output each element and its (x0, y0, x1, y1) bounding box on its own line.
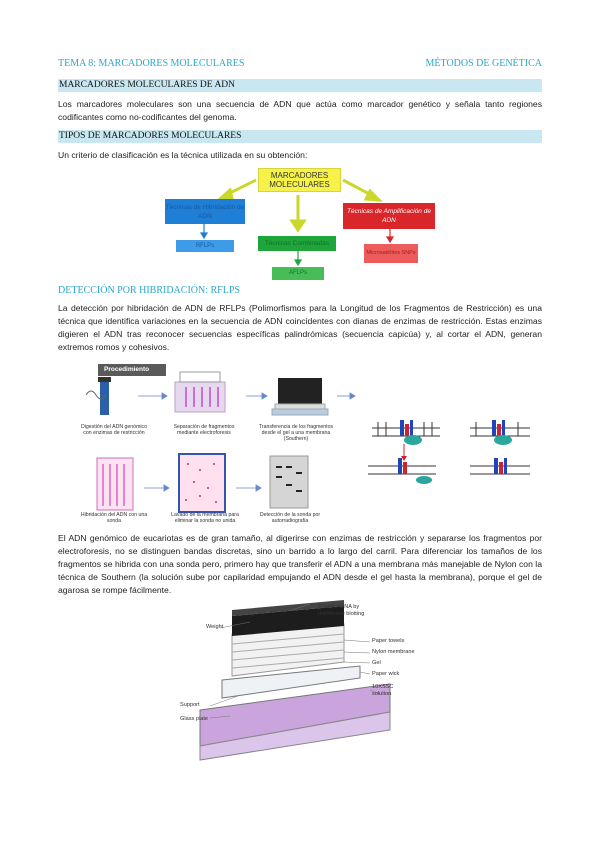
procedure-label: Procedimiento (98, 364, 166, 376)
arrow-left-child (199, 224, 209, 240)
diagram-right-child: Microsatélites SNPs (364, 244, 418, 263)
glass-plate (221, 665, 361, 699)
southern-title: Transfer DNA by membrane blotting (318, 604, 365, 617)
arrow-left (215, 178, 257, 201)
procedure-caption-2: Separación de fragmentos mediante electr… (173, 424, 235, 436)
section-title-marcadores: MARCADORES MOLECULARES DE ADN (58, 79, 542, 92)
procedure-drawing (85, 371, 530, 513)
procedure-caption-4: Hibridación del ADN con una sonda (80, 512, 148, 524)
section-text-hibridacion: La detección por hibridación de ADN de R… (58, 303, 542, 352)
restriction-site-diagram-4 (470, 458, 530, 475)
section-title-hibridacion: DETECCIÓN POR HIBRIDACIÓN: RFLPS (58, 285, 240, 296)
southern-label-support: Support (180, 702, 200, 708)
membrane-lanes-icon (96, 457, 134, 511)
header-topic: TEMA 8: MARCADORES MOLECULARES (58, 58, 245, 69)
procedure-caption-5: Lavado de la membrana para eliminar la s… (171, 512, 239, 524)
diagram-middle-child: AFLPs (272, 267, 324, 280)
diagram-left: Técnicas de Hibridación de ADN (165, 199, 245, 224)
buffer-tray (199, 683, 391, 761)
hybridization-bag-icon (178, 453, 226, 513)
section-text-marcadores: Los marcadores moleculares son una secue… (58, 99, 542, 122)
restriction-site-diagram-3 (368, 458, 436, 484)
southern-label-glass-plate: Glass plate (180, 716, 208, 722)
gel-apparatus-icon (174, 371, 226, 413)
diagram-root: MARCADORES MOLECULARES (258, 168, 341, 192)
section-title-tipos: TIPOS DE MARCADORES MOLECULARES (58, 130, 542, 143)
southern-label-ssc-solution: 10XSSC solution (372, 684, 394, 697)
diagram-middle: Técnicas Combinadas (258, 236, 336, 251)
southern-label-paper-towels: Paper towels (372, 638, 405, 644)
page-header: TEMA 8: MARCADORES MOLECULARES MÉTODOS D… (58, 58, 542, 72)
diagram-arrows (199, 178, 395, 267)
arrow-right-child (385, 229, 395, 244)
weight-block (232, 600, 344, 636)
label-leaders (209, 603, 381, 719)
autoradiograph-icon (269, 455, 309, 509)
diagram-right: Técnicas de Amplificación de ADN (343, 203, 435, 229)
southern-label-weight: Weight (206, 624, 224, 630)
southern-label-gel: Gel (372, 660, 381, 666)
procedure-caption-6: Detección de la sonda por autorradiograf… (259, 512, 321, 524)
procedure-caption-3: Transferencia de los fragmentos desde el… (258, 424, 334, 442)
step-arrows (138, 392, 356, 492)
section-text-tipos: Un criterio de clasificación es la técni… (58, 150, 308, 160)
arrow-right (342, 178, 383, 202)
southern-blot-drawing (199, 600, 391, 761)
restriction-site-diagram-2 (470, 420, 530, 445)
southern-label-nylon-membrane: Nylon membrane (372, 649, 415, 655)
blot-stack-icon (271, 378, 329, 416)
diagram-left-child: RFLPs (176, 240, 234, 252)
tube-icon (85, 377, 111, 415)
section-text-southern: El ADN genómico de eucariotas es de gran… (58, 533, 542, 595)
arrow-middle (289, 195, 307, 233)
paper-stack (231, 623, 345, 677)
procedure-caption-1: Digestión del ADN genómico con enzimas d… (80, 424, 148, 436)
arrow-middle-child (293, 251, 303, 267)
restriction-site-diagram-1 (372, 420, 440, 461)
header-subject: MÉTODOS DE GENÉTICA (425, 58, 542, 69)
southern-label-paper-wick: Paper wick (372, 671, 400, 677)
